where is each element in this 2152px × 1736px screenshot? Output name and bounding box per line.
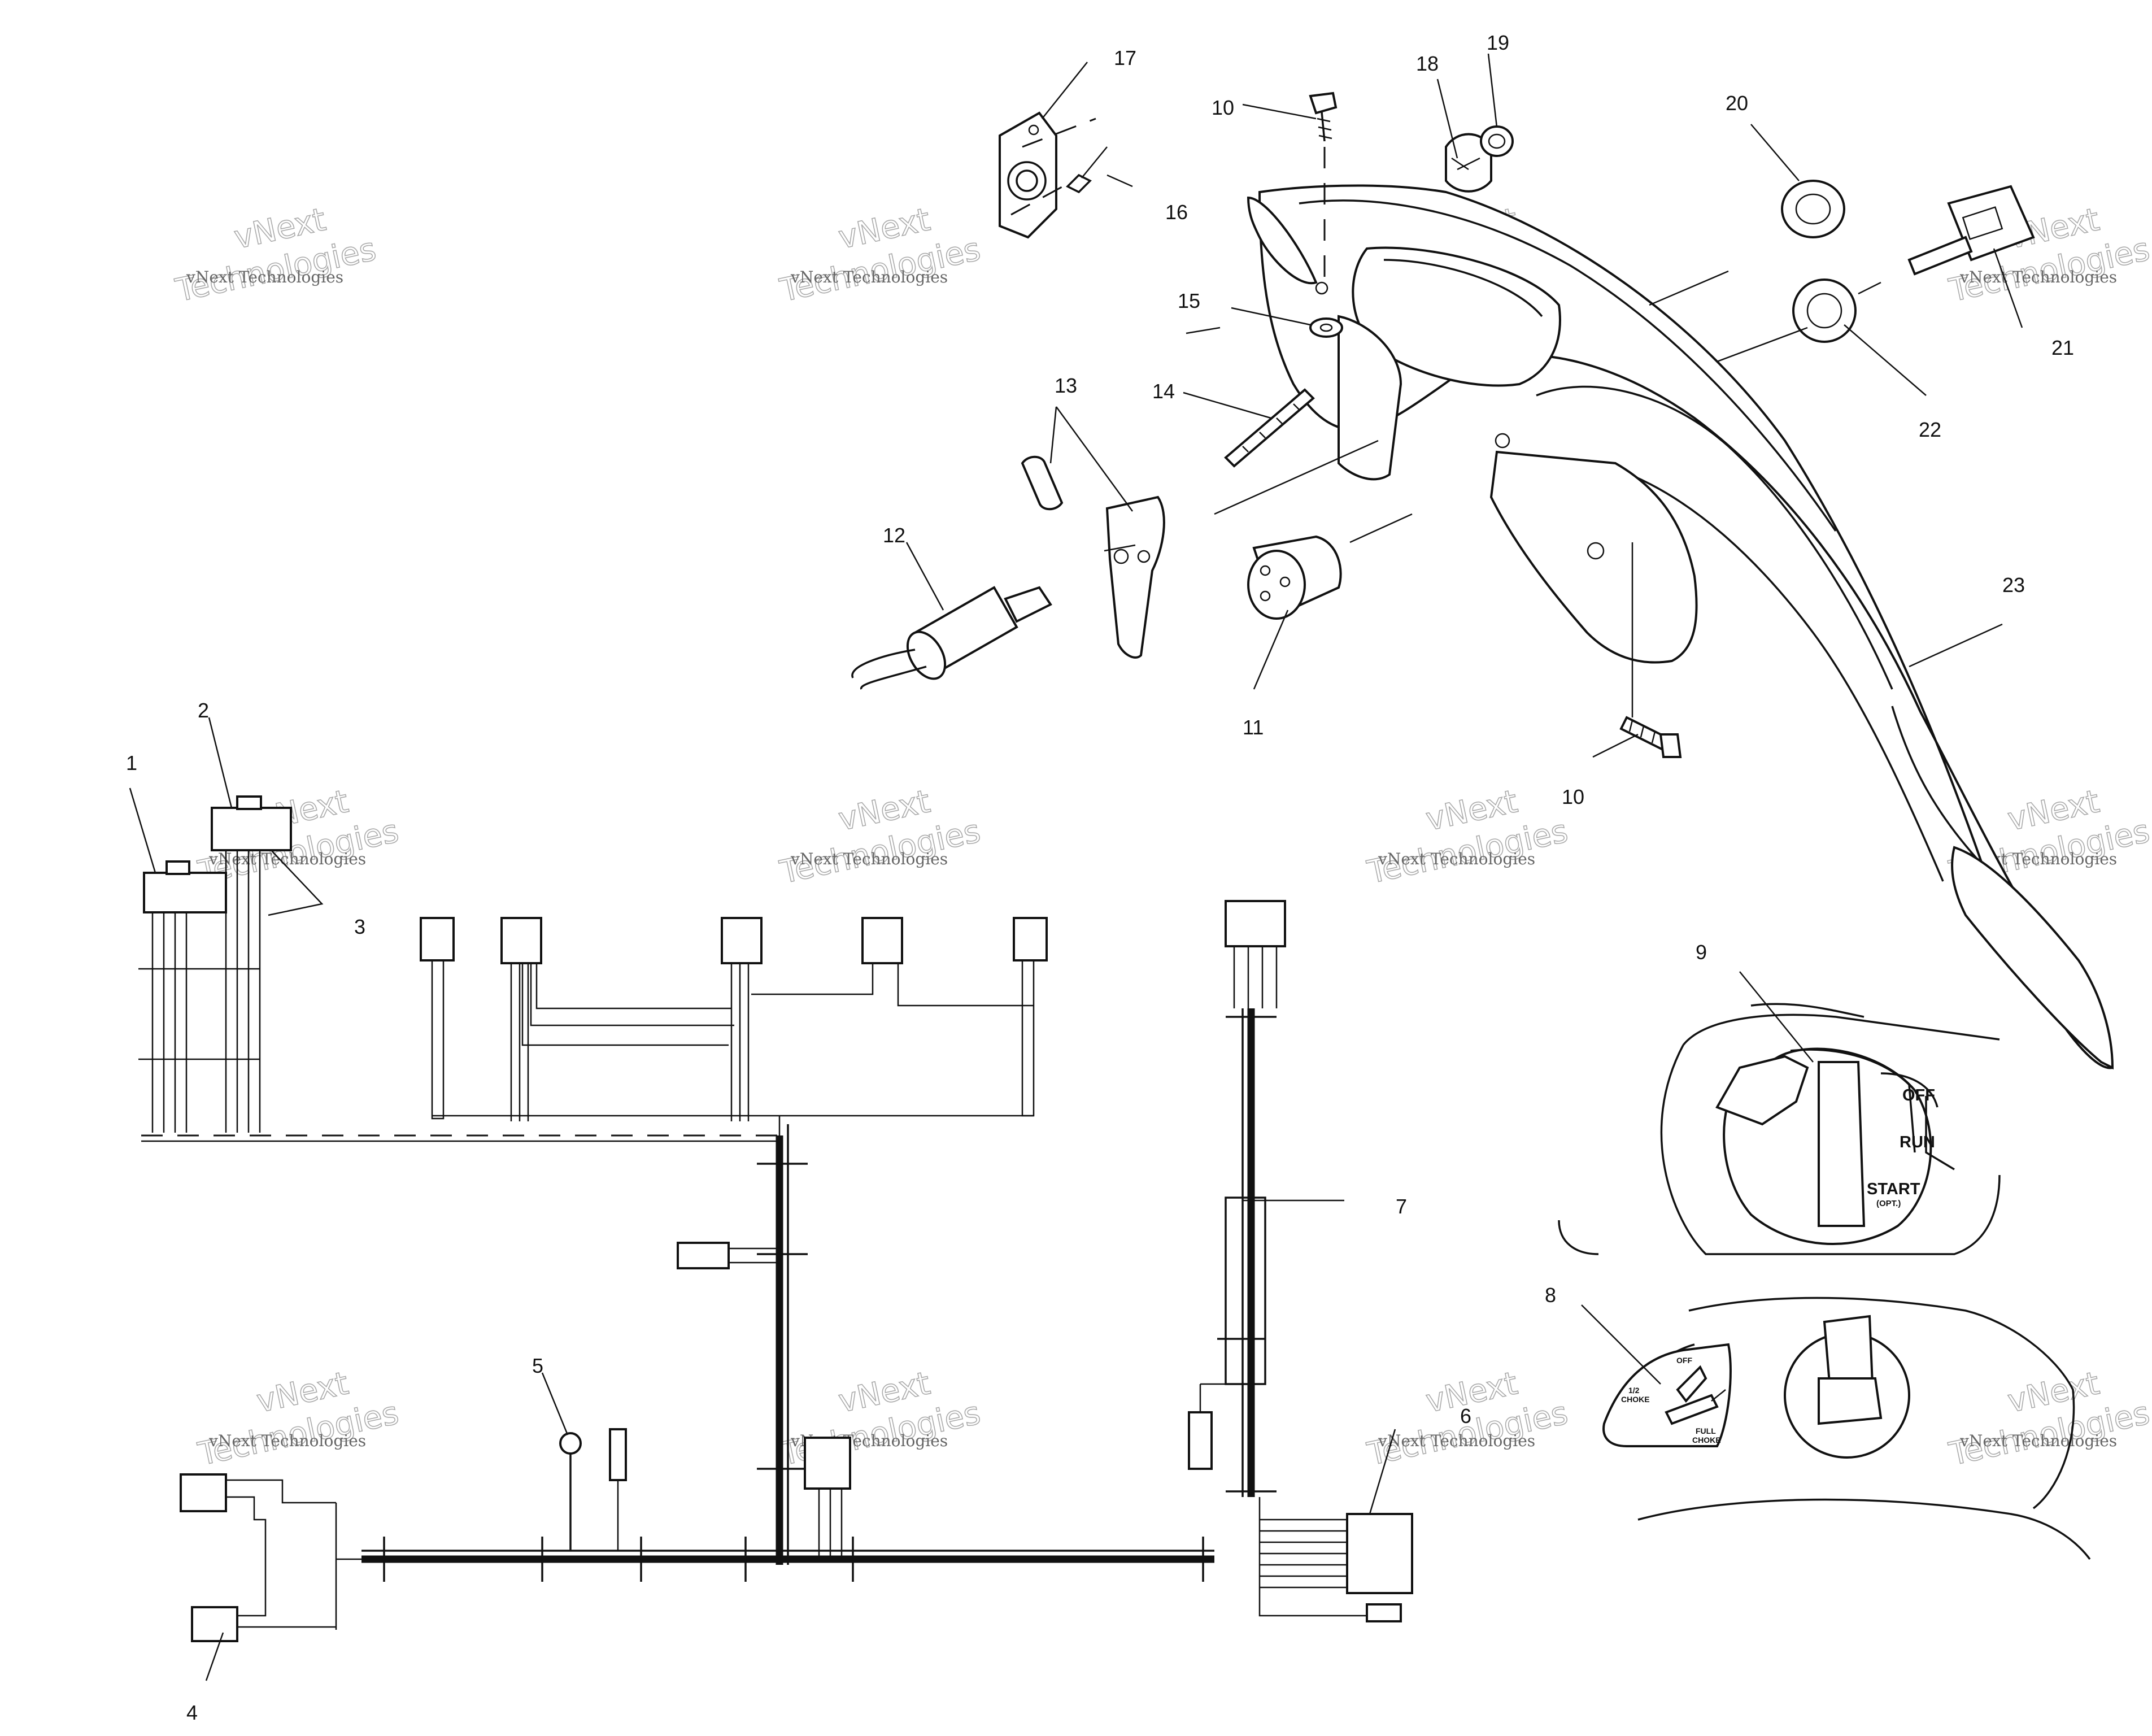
grommet-part-20 [1781, 180, 1845, 238]
callout-17: 17 [1114, 46, 1136, 69]
watermark-text: vNext Technologies [208, 1432, 366, 1450]
screw-part-10-top [1309, 92, 1338, 288]
callout-1: 1 [126, 751, 137, 775]
ignition-run-label: RUN [1900, 1133, 1935, 1151]
watermark-text: vNext Technologies [1378, 850, 1535, 868]
connector-1 [143, 872, 227, 913]
connector-4-upper [180, 1473, 227, 1512]
callout-8: 8 [1545, 1283, 1556, 1307]
callout-18: 18 [1416, 52, 1439, 75]
callout-13: 13 [1055, 374, 1077, 397]
watermark: vNext Technologies vNext Technologies [1945, 1364, 2152, 1473]
ignition-start-label: START [1867, 1180, 1920, 1198]
connector-right-drop [1188, 1411, 1213, 1470]
ring-terminal-5 [559, 1432, 582, 1455]
callout-10-top: 10 [1212, 96, 1234, 119]
connector-center-lower [804, 1437, 851, 1490]
console-cover [1247, 184, 2114, 1070]
watermark: vNext Technologies vNext Technologies [194, 1364, 402, 1473]
choke-half-label-bottom: CHOKE [1621, 1395, 1650, 1404]
key-part-21 [1907, 185, 2035, 276]
watermark: vNext Technologies vNext Technologies [776, 201, 984, 310]
callout-20: 20 [1726, 92, 1748, 115]
callout-numbers: 1 2 3 4 5 6 7 8 9 10 10 11 12 13 14 15 1… [126, 31, 2074, 1724]
callout-3: 3 [354, 915, 365, 938]
watermark: vNext Technologies vNext Technologies [1363, 782, 1571, 891]
clip-part-16 [1066, 146, 1108, 194]
watermark-text: vNext Technologies [186, 268, 343, 286]
leader-lines [129, 53, 2023, 1681]
connector-row [420, 900, 1286, 964]
choke-off-label: OFF [1676, 1356, 1692, 1365]
connector-6 [1346, 1513, 1413, 1594]
grommet-part-22 [1792, 279, 1857, 343]
callout-4: 4 [186, 1701, 198, 1724]
callout-21: 21 [2051, 336, 2074, 359]
screw-part-10-bottom [1619, 716, 1682, 758]
callout-23: 23 [2002, 573, 2025, 597]
choke-full-label-bottom: CHOKE [1692, 1435, 1721, 1445]
callout-2: 2 [198, 699, 209, 722]
bulb-part-18 [1445, 133, 1492, 193]
choke-half-label-top: 1/2 [1628, 1386, 1640, 1395]
ignition-switch-part-11 [1247, 535, 1342, 620]
callout-7: 7 [1396, 1195, 1407, 1218]
socket-part-19 [1480, 125, 1514, 157]
cable-tie-part-14 [1224, 388, 1315, 468]
watermark-text: vNext Technologies [1378, 1432, 1535, 1450]
switch-part-12 [851, 586, 1052, 690]
callout-15: 15 [1178, 289, 1200, 312]
wiring-harness [138, 795, 1413, 1642]
callout-9: 9 [1696, 941, 1707, 964]
callout-10-bottom: 10 [1562, 785, 1584, 808]
callout-22: 22 [1919, 418, 1941, 441]
washer-part-15 [1309, 317, 1343, 338]
bracket-part-17 [999, 111, 1096, 239]
watermark-text: vNext Technologies [1959, 268, 2117, 286]
callout-11: 11 [1243, 716, 1264, 739]
callout-6: 6 [1460, 1404, 1471, 1428]
watermark-text: vNext Technologies [790, 850, 948, 868]
exploded-view-guides [1186, 270, 1881, 543]
pin-part-13 [1021, 455, 1165, 659]
connector-center-side [677, 1242, 730, 1269]
watermark-text: vNext Technologies [208, 850, 366, 868]
choke-full-label-top: FULL [1696, 1426, 1716, 1435]
watermark: vNext Technologies vNext Technologies [776, 782, 984, 891]
ignition-switch-panel: OFF RUN START (OPT.) [1558, 1003, 2001, 1255]
choke-panel: OFF 1/2 CHOKE FULL CHOKE [1602, 1296, 2091, 1560]
watermark-text: vNext Technologies [1959, 1432, 2117, 1450]
callout-19: 19 [1487, 31, 1509, 54]
callout-5: 5 [532, 1354, 543, 1377]
connector-4-lower [191, 1606, 238, 1642]
ignition-off-label: OFF [1902, 1086, 1935, 1104]
callout-14: 14 [1152, 380, 1175, 403]
watermark: vNext Technologies vNext Technologies [172, 201, 380, 310]
connector-2 [211, 807, 292, 851]
watermark-text: vNext Technologies [790, 268, 948, 286]
ignition-start-note: (OPT.) [1876, 1199, 1901, 1208]
callout-16: 16 [1165, 201, 1188, 224]
callout-12: 12 [883, 524, 905, 547]
